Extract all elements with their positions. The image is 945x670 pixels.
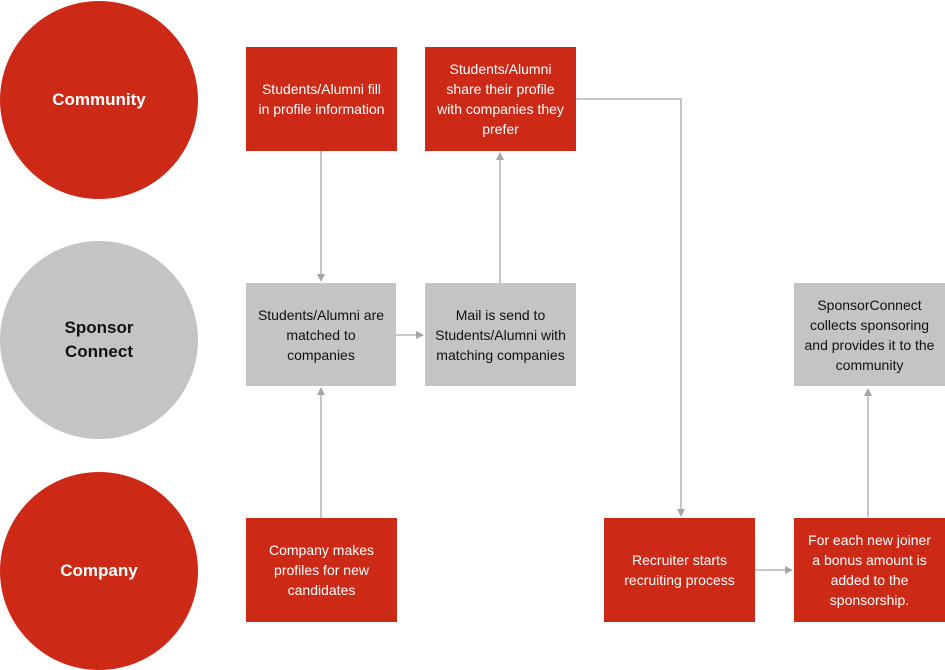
- step-share-profile: Students/Alumni share their profile with…: [425, 47, 576, 151]
- step-company-profiles-text: Company makes profiles for new candidate…: [268, 542, 375, 598]
- step-company-profiles: Company makes profiles for new candidate…: [246, 518, 397, 622]
- arrow-share-to-recruiter: [576, 98, 685, 517]
- lane-community-label: Community: [52, 90, 146, 109]
- step-sponsorconnect-collects: SponsorConnect collects sponsoring and p…: [794, 283, 945, 386]
- step-fill-profile: Students/Alumni fill in profile informat…: [246, 47, 397, 151]
- step-mail-sent: Mail is send to Students/Alumni with mat…: [425, 283, 576, 386]
- step-bonus-added: For each new joiner a bonus amount is ad…: [794, 518, 945, 622]
- lane-sponsor-connect-label: Sponsor Connect: [64, 318, 134, 361]
- lane-company: Company: [0, 472, 198, 670]
- lane-company-label: Company: [60, 561, 138, 580]
- step-mail-sent-text: Mail is send to Students/Alumni with mat…: [435, 306, 566, 363]
- step-fill-profile-text: Students/Alumni fill in profile informat…: [258, 81, 385, 117]
- step-share-profile-text: Students/Alumni share their profile with…: [437, 61, 564, 137]
- step-matched: Students/Alumni are matched to companies: [246, 283, 396, 386]
- step-recruiter-starts: Recruiter starts recruiting process: [604, 518, 755, 622]
- step-sponsorconnect-collects-text: SponsorConnect collects sponsoring and p…: [804, 296, 935, 373]
- step-matched-text: Students/Alumni are matched to companies: [257, 306, 385, 363]
- step-bonus-added-text: For each new joiner a bonus amount is ad…: [808, 532, 931, 608]
- lane-sponsor-connect: Sponsor Connect: [0, 241, 198, 439]
- lane-community: Community: [0, 1, 198, 199]
- step-recruiter-starts-text: Recruiter starts recruiting process: [624, 552, 735, 588]
